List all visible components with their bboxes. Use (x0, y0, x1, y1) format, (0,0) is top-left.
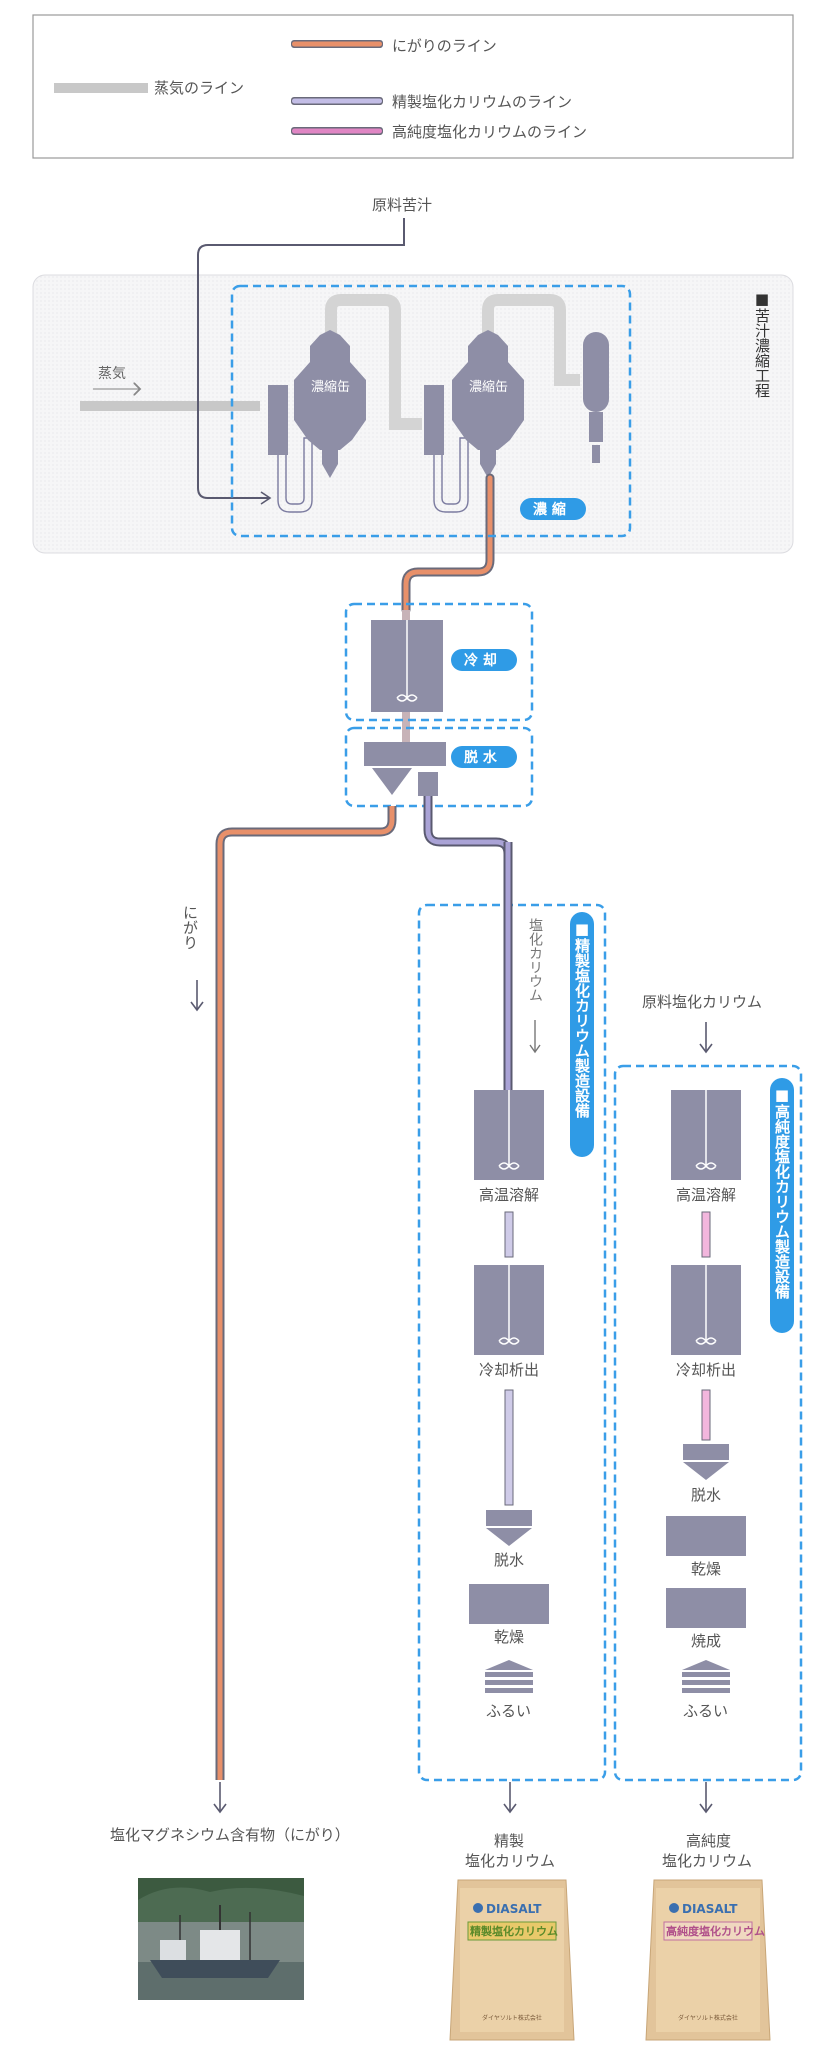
hp-product-bag: DIASALT 高純度塩化カリウム ダイヤソルト株式会社 (645, 1879, 771, 2041)
high-purity-section-title: ■高純度塩化カリウム製造設備 (773, 1086, 791, 1300)
hp-dryer (666, 1516, 746, 1556)
hp-link-2 (701, 1389, 711, 1441)
evaporator-2-label: 濃縮缶 (469, 379, 508, 395)
steam-inlet-line (80, 401, 260, 411)
cooling-dashed-box (344, 602, 534, 722)
concentration-badge (520, 498, 586, 520)
refined-link-1 (504, 1211, 514, 1258)
refined-bag-maker: ダイヤソルト株式会社 (482, 2014, 542, 2022)
refined-sieve (485, 1660, 533, 1693)
raw-bittern-label: 原料苦汁 (372, 196, 432, 214)
heater-loop-1 (277, 420, 320, 513)
nigari-down-arrow (190, 980, 204, 1012)
heater-1 (268, 385, 288, 455)
hp-product-line1: 高純度 (686, 1832, 731, 1850)
nigari-line-main (401, 473, 495, 615)
refined-dissolve-tank (474, 1090, 544, 1180)
evaporator-2 (452, 330, 524, 478)
hp-bag-name: 高純度塩化カリウム (666, 1924, 765, 1938)
output-arrows (213, 1782, 713, 1814)
legend: 蒸気のライン にがりのライン 精製塩化カリウムのライン 高純度塩化カリウムのライ… (32, 14, 794, 159)
bittern-section-panel (32, 274, 794, 554)
legend-high-purity-label: 高純度塩化カリウムのライン (392, 123, 587, 141)
refined-step-dissolve: 高温溶解 (479, 1186, 539, 1204)
refined-step-crystallize: 冷却析出 (479, 1361, 539, 1379)
legend-refined-label: 精製塩化カリウムのライン (392, 93, 572, 111)
dehydration-dashed-box (344, 726, 534, 808)
hp-step-dissolve: 高温溶解 (676, 1186, 736, 1204)
legend-nigari-swatch (291, 40, 383, 48)
nigari-ship-photo (138, 1878, 304, 2000)
steam-vapor-line-1 (325, 294, 422, 430)
refined-step-sieve: ふるい (486, 1702, 531, 1720)
steam-label: 蒸気 (98, 366, 126, 382)
refined-section-title: ■精製塩化カリウム製造設備 (573, 920, 591, 1119)
heater-loop-2 (433, 420, 476, 513)
hp-bag-maker: ダイヤソルト株式会社 (678, 2014, 738, 2022)
refined-step-dry: 乾燥 (494, 1628, 524, 1646)
refined-product-line2: 塩化カリウム (465, 1852, 555, 1870)
refined-product-line1: 精製 (494, 1832, 524, 1850)
nigari-product-label: 塩化マグネシウム含有物（にがり） (110, 1826, 350, 1844)
hp-step-crystallize: 冷却析出 (676, 1361, 736, 1379)
refined-dryer (469, 1584, 549, 1624)
raw-bittern-feed-arrowhead (260, 491, 272, 505)
raw-bittern-feed-line (197, 218, 405, 499)
refined-flow-arrow (529, 1020, 541, 1054)
hp-step-sieve: ふるい (683, 1702, 728, 1720)
refined-bag-brand: DIASALT (486, 1902, 542, 1916)
steam-vapor-line-2 (482, 294, 580, 386)
hp-step-dehydrate: 脱水 (691, 1486, 721, 1504)
refined-flow-label: 塩化カリウム (527, 918, 543, 1002)
hp-product-line2: 塩化カリウム (662, 1852, 752, 1870)
legend-steam-swatch (54, 83, 148, 93)
high-purity-section-title-badge (770, 1078, 794, 1333)
refined-dehydrator (486, 1510, 532, 1546)
bittern-section-title: ■苦汁濃縮工程 (753, 290, 771, 398)
evaporator-1 (294, 330, 366, 478)
legend-refined-swatch (291, 97, 383, 105)
hp-calciner (666, 1588, 746, 1628)
hp-step-dry: 乾燥 (691, 1560, 721, 1578)
heater-2 (424, 385, 444, 455)
refined-product-bag: DIASALT 精製塩化カリウム ダイヤソルト株式会社 (449, 1879, 575, 2041)
raw-kcl-label: 原料塩化カリウム (642, 993, 762, 1011)
evaporator-1-label: 濃縮缶 (311, 379, 350, 395)
refined-section-title-badge (570, 912, 594, 1157)
nigari-branch-line (215, 806, 397, 1780)
hp-step-calcine: 焼成 (691, 1632, 721, 1650)
concentration-badge-label: 濃 縮 (533, 501, 566, 518)
dehydration-badge (451, 746, 517, 768)
hp-dehydrator (683, 1444, 729, 1480)
cooling-badge (451, 649, 517, 671)
condenser (583, 332, 609, 463)
legend-steam-label: 蒸気のライン (154, 79, 244, 97)
refined-link-2 (504, 1389, 514, 1506)
hp-bag-brand: DIASALT (682, 1902, 738, 1916)
hp-link-1 (701, 1211, 711, 1258)
concentration-dashed-box (230, 284, 632, 538)
hp-sieve (682, 1660, 730, 1693)
dehydration-badge-label: 脱 水 (464, 749, 498, 766)
refined-step-dehydrate: 脱水 (494, 1551, 524, 1569)
hp-crystallize-tank (671, 1265, 741, 1355)
legend-nigari-label: にがりのライン (392, 37, 497, 55)
cooling-tank (371, 620, 443, 712)
refined-crystallize-tank (474, 1265, 544, 1355)
dehydration-unit (364, 742, 446, 796)
cooling-badge-label: 冷 却 (464, 652, 497, 669)
refined-bag-name: 精製塩化カリウム (470, 1924, 558, 1938)
hp-dissolve-tank (671, 1090, 741, 1180)
raw-kcl-arrow (699, 1022, 713, 1054)
legend-high-purity-swatch (291, 127, 383, 135)
nigari-branch-label: にがり (181, 905, 199, 950)
